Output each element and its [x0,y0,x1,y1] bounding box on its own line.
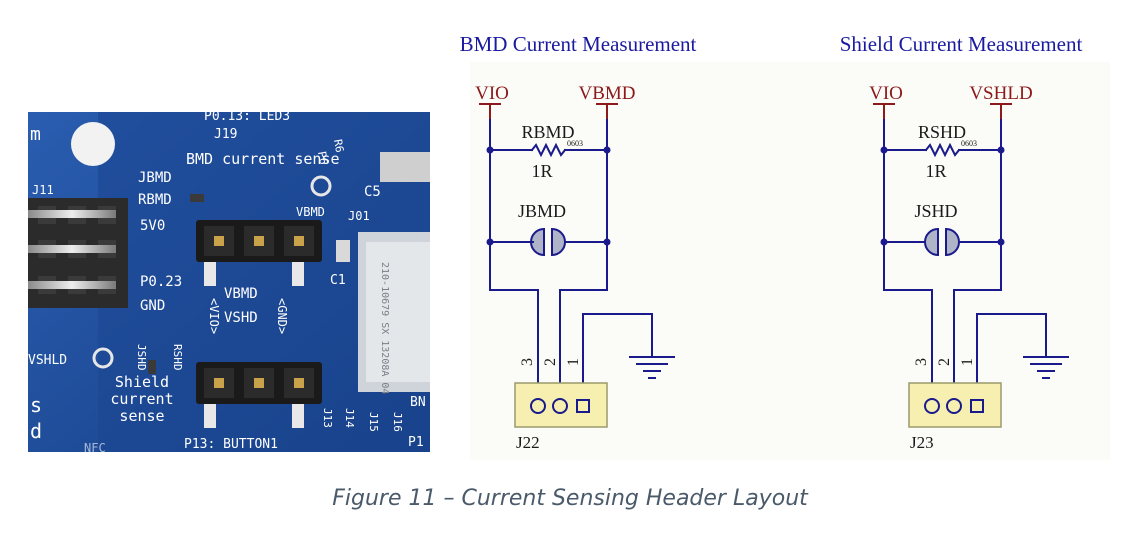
silk-p1: P1 [408,435,424,450]
silk-m: m [30,124,41,145]
shield-package-label: 0603 [961,139,977,148]
shield-header-pin-3 [924,398,940,414]
silk-j19: J19 [214,127,237,142]
pcb-photo: 210-10679 SX 13208A 04 P0.13: LED3 J19 P… [28,112,430,452]
shield-jumper-symbol [924,227,960,257]
silk-c5: C5 [364,184,381,200]
silk-d: d [30,419,42,443]
bmd-header-label: J22 [516,433,540,452]
silk-s: s [30,393,42,417]
silk-j11: J11 [32,183,54,197]
pcb-photo-drawing: 210-10679 SX 13208A 04 P0.13: LED3 J19 P… [28,112,430,452]
silk-r6: R6 [331,138,346,153]
resistor-rshd [148,360,156,374]
silk-p13: P13: BUTTON1 [184,437,278,452]
bmd-jumper-symbol [530,227,566,257]
bmd-package-label: 0603 [567,139,583,148]
silk-vshld: VSHLD [28,353,67,368]
bmd-circuit: BMD Current Measurement VIO VBMD [460,32,697,452]
bmd-resistor-symbol [530,142,567,158]
shield-pin-3: 3 [913,358,930,366]
bmd-value-label: 1R [531,161,552,181]
silk-gnd: GND [140,298,165,314]
radio-module: 210-10679 SX 13208A 04 [358,232,430,394]
shield-resistor-label: RSHD [918,122,966,142]
silk-p6: P6 [315,150,330,165]
bmd-rail-label: VBMD [578,83,635,104]
shield-rail-label: VSHLD [969,83,1032,104]
shield-header-label: J23 [910,433,934,452]
shield-pin-1: 1 [959,358,976,366]
shield-circuit: Shield Current Measurement VIO VSHLD [840,32,1083,452]
bmd-pin-2: 2 [542,358,559,366]
silk-bn: BN [410,395,426,410]
silk-top-marking: P0.13: LED3 [204,112,290,124]
mounting-hole [71,122,115,166]
silk-c1: C1 [330,273,346,288]
shield-header-pin-1 [970,399,984,413]
shield-title: Shield Current Measurement [840,32,1083,56]
silk-nfc: NFC [84,441,106,452]
shield-value-label: 1R [925,161,946,181]
bmd-jumper-label: JBMD [518,201,566,221]
silk-jshd: JSHD [135,344,148,371]
crystal [380,152,430,182]
bmd-header-pin-3 [530,398,546,414]
capacitor-c1 [336,240,350,262]
bmd-header-pin-1 [576,399,590,413]
silk-vbmd-mid: VBMD [224,286,258,302]
silk-rshd: RSHD [171,344,184,371]
resistor-rbmd [190,194,204,202]
silk-vio-left: <VIO> [207,298,221,334]
testpoint-vbmd [310,175,332,197]
bmd-header-pin-2 [552,398,568,414]
bmd-pin-3: 3 [519,358,536,366]
silk-j01: J01 [348,209,370,223]
schematic: BMD Current Measurement VIO VBMD [460,32,1110,460]
bmd-vio-label: VIO [475,83,509,104]
silk-gnd-right: <GND> [275,298,289,334]
silk-j13: J13 [321,408,334,428]
bmd-pin-1: 1 [565,358,582,366]
pin-header-j11 [28,198,128,308]
silk-bmd-current-sense: BMD current sense [186,150,340,168]
silk-jbmd: JBMD [138,170,172,186]
jumper-block-bmd [196,220,322,286]
bmd-resistor-label: RBMD [521,122,574,142]
shield-header-pin-2 [946,398,962,414]
jumper-block-shield [196,362,322,428]
shield-jumper-label: JSHD [914,201,957,221]
silk-p023: P0.23 [140,274,182,290]
shield-resistor-symbol [924,142,961,158]
silk-vshd: VSHD [224,310,258,326]
silk-j16: J16 [391,412,404,432]
module-marking: 210-10679 SX 13208A 04 [379,262,390,394]
testpoint-vshld [92,347,114,369]
bmd-title: BMD Current Measurement [460,32,697,56]
shield-pin-2: 2 [936,358,953,366]
silk-j14: J14 [343,408,356,428]
silk-5v0: 5V0 [140,218,165,234]
silk-j15: J15 [367,412,380,432]
figure-caption: Figure 11 – Current Sensing Header Layou… [332,486,808,511]
silk-vbmd: VBMD [296,205,325,219]
shield-vio-label: VIO [869,83,903,104]
silk-rbmd: RBMD [138,192,172,208]
silk-shield-current-sense: Shield current sense [110,374,173,425]
